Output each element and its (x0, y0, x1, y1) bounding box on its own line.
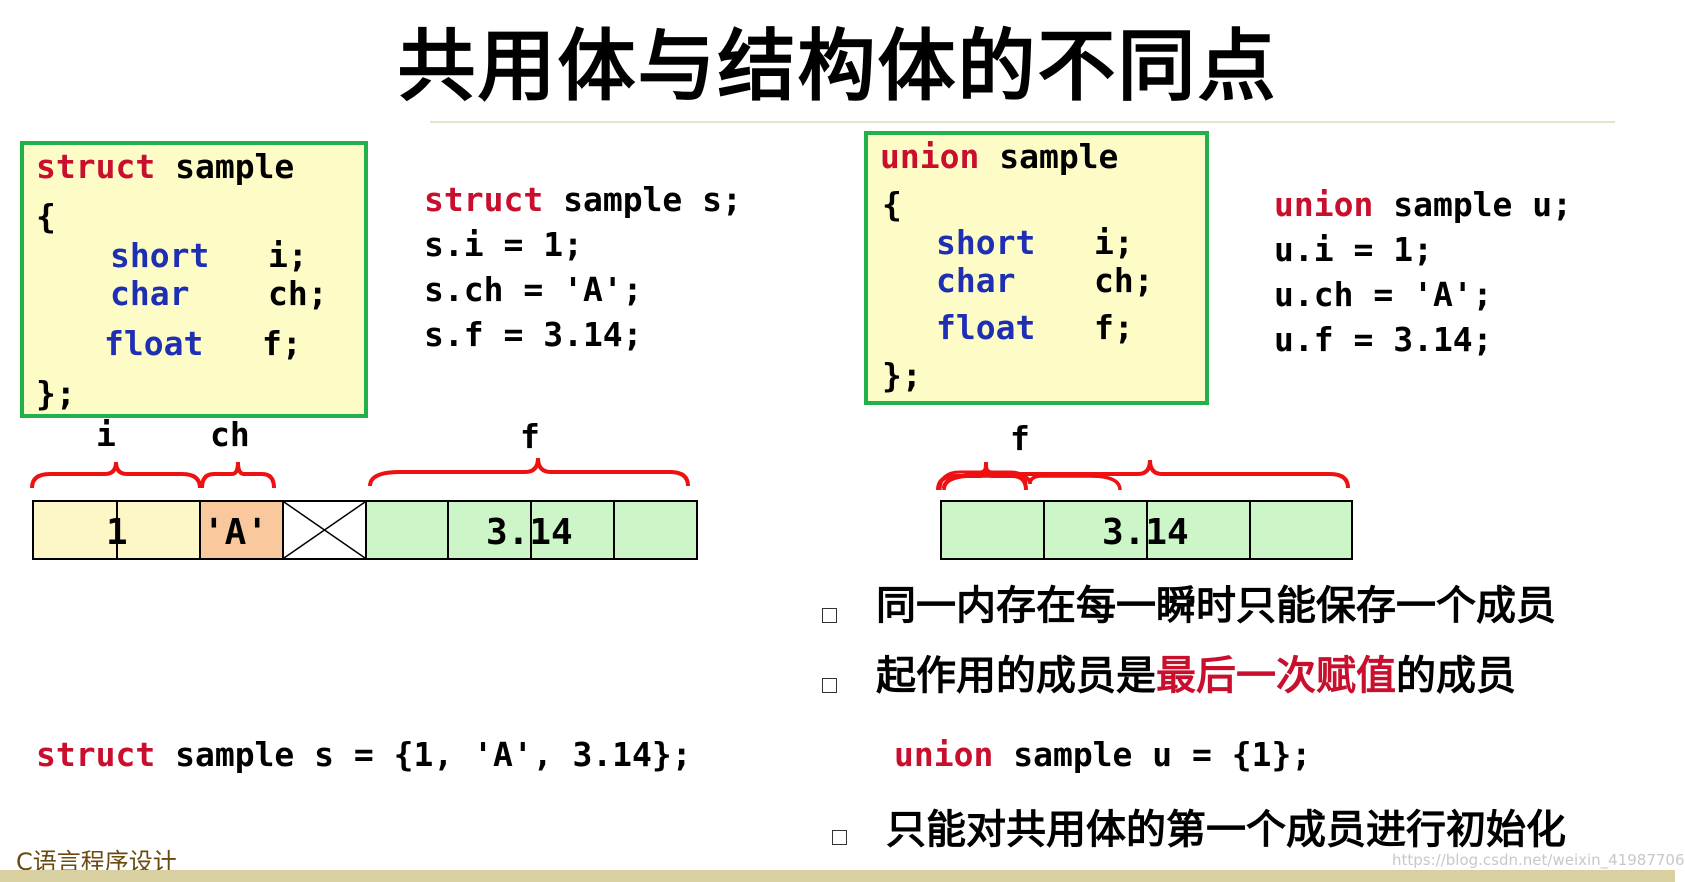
struct-definition-box (20, 141, 368, 418)
struct-member-type-short: short (110, 236, 210, 275)
union-brace-f (942, 459, 1350, 489)
bullet-icon (832, 830, 847, 845)
union-mem-value-f: 3.14 (1102, 512, 1189, 553)
struct-def-close-brace: }; (36, 374, 76, 413)
union-mem-byte-2 (1146, 500, 1251, 560)
union-mem-byte-0 (940, 500, 1045, 560)
union-init-keyword: union (894, 735, 994, 774)
struct-mem-padding (282, 500, 367, 560)
watermark: https://blog.csdn.net/weixin_41987706 (1392, 851, 1685, 869)
struct-usage-line-1: s.i = 1; (424, 225, 583, 264)
union-member-name-ch: ch; (1094, 261, 1154, 300)
union-def-header: union sample (880, 140, 1118, 173)
struct-braces (30, 457, 690, 489)
struct-brace-label-f: f (520, 417, 540, 456)
struct-usage-decl-rest: sample s; (543, 180, 742, 219)
padding-cross-icon (283, 501, 366, 559)
struct-mem-f-byte-3 (613, 500, 698, 560)
struct-name: sample (155, 147, 295, 186)
struct-init-keyword: struct (36, 735, 156, 774)
struct-def-header: struct sample (36, 150, 294, 183)
struct-mem-value-ch: 'A' (203, 512, 269, 553)
bullet-icon (822, 608, 837, 623)
struct-member-type-float: float (104, 324, 204, 363)
struct-initializer: struct sample s = {1, 'A', 3.14}; (36, 738, 692, 771)
struct-mem-value-f: 3.14 (486, 512, 573, 553)
struct-brace-ch (200, 461, 276, 489)
bullet-2-emphasis: 最后一次赋值 (1156, 653, 1396, 699)
union-def-open-brace: { (882, 185, 902, 224)
struct-brace-label-i: i (96, 415, 116, 454)
struct-usage-line-2: s.ch = 'A'; (424, 270, 643, 309)
struct-init-rest: sample s = {1, 'A', 3.14}; (155, 735, 692, 774)
bullet-icon (822, 678, 837, 693)
struct-mem-i-byte-0 (32, 500, 118, 560)
union-member-type-short: short (936, 223, 1036, 262)
struct-member-type-char: char (110, 274, 190, 313)
union-mem-byte-1 (1043, 500, 1148, 560)
union-braces (936, 459, 1350, 491)
union-brace-label-f: f (1010, 419, 1030, 458)
union-member-type-float: float (936, 308, 1036, 347)
union-mem-byte-3 (1249, 500, 1353, 560)
struct-keyword: struct (36, 147, 156, 186)
union-usage-line-2: u.ch = 'A'; (1274, 275, 1493, 314)
bullet-text-3: 只能对共用体的第一个成员进行初始化 (886, 807, 1566, 853)
union-usage-line-3: u.f = 3.14; (1274, 320, 1493, 359)
bullet-text-1: 同一内存在每一瞬时只能保存一个成员 (876, 583, 1556, 629)
struct-member-name-f: f; (262, 324, 302, 363)
union-init-rest: sample u = {1}; (993, 735, 1312, 774)
struct-mem-i-byte-1 (116, 500, 201, 560)
bullet-text-2: 起作用的成员是最后一次赋值的成员 (876, 656, 1516, 696)
union-usage-decl: union sample u; (1274, 188, 1572, 221)
union-initializer: union sample u = {1}; (894, 738, 1311, 771)
struct-brace-i (30, 461, 202, 489)
page-title: 共用体与结构体的不同点 (397, 22, 1278, 112)
struct-member-name-i: i; (268, 236, 308, 275)
union-name: sample (979, 137, 1119, 176)
union-member-type-char: char (936, 261, 1016, 300)
bullet-2-suffix: 的成员 (1396, 653, 1516, 699)
title-divider (430, 121, 1615, 123)
union-usage-decl-rest: sample u; (1373, 185, 1573, 224)
struct-usage-line-3: s.f = 3.14; (424, 315, 643, 354)
union-def-close-brace: }; (882, 356, 922, 395)
union-usage-line-1: u.i = 1; (1274, 230, 1433, 269)
struct-member-name-ch: ch; (268, 274, 328, 313)
struct-brace-label-ch: ch (210, 415, 250, 454)
union-usage-keyword: union (1274, 185, 1374, 224)
union-member-name-i: i; (1094, 223, 1134, 262)
footer-bar (0, 870, 1675, 882)
struct-brace-f (368, 457, 690, 487)
union-definition-box (864, 131, 1209, 405)
bullet-2-prefix: 起作用的成员是 (876, 653, 1156, 699)
union-brace-short (942, 474, 1122, 491)
struct-usage-keyword: struct (424, 180, 544, 219)
struct-usage-decl: struct sample s; (424, 183, 742, 216)
struct-mem-f-byte-2 (530, 500, 615, 560)
union-member-name-f: f; (1094, 308, 1134, 347)
struct-mem-value-i: 1 (106, 512, 128, 553)
struct-def-open-brace: { (36, 197, 56, 236)
union-keyword: union (880, 137, 980, 176)
struct-mem-f-byte-0 (365, 500, 449, 560)
